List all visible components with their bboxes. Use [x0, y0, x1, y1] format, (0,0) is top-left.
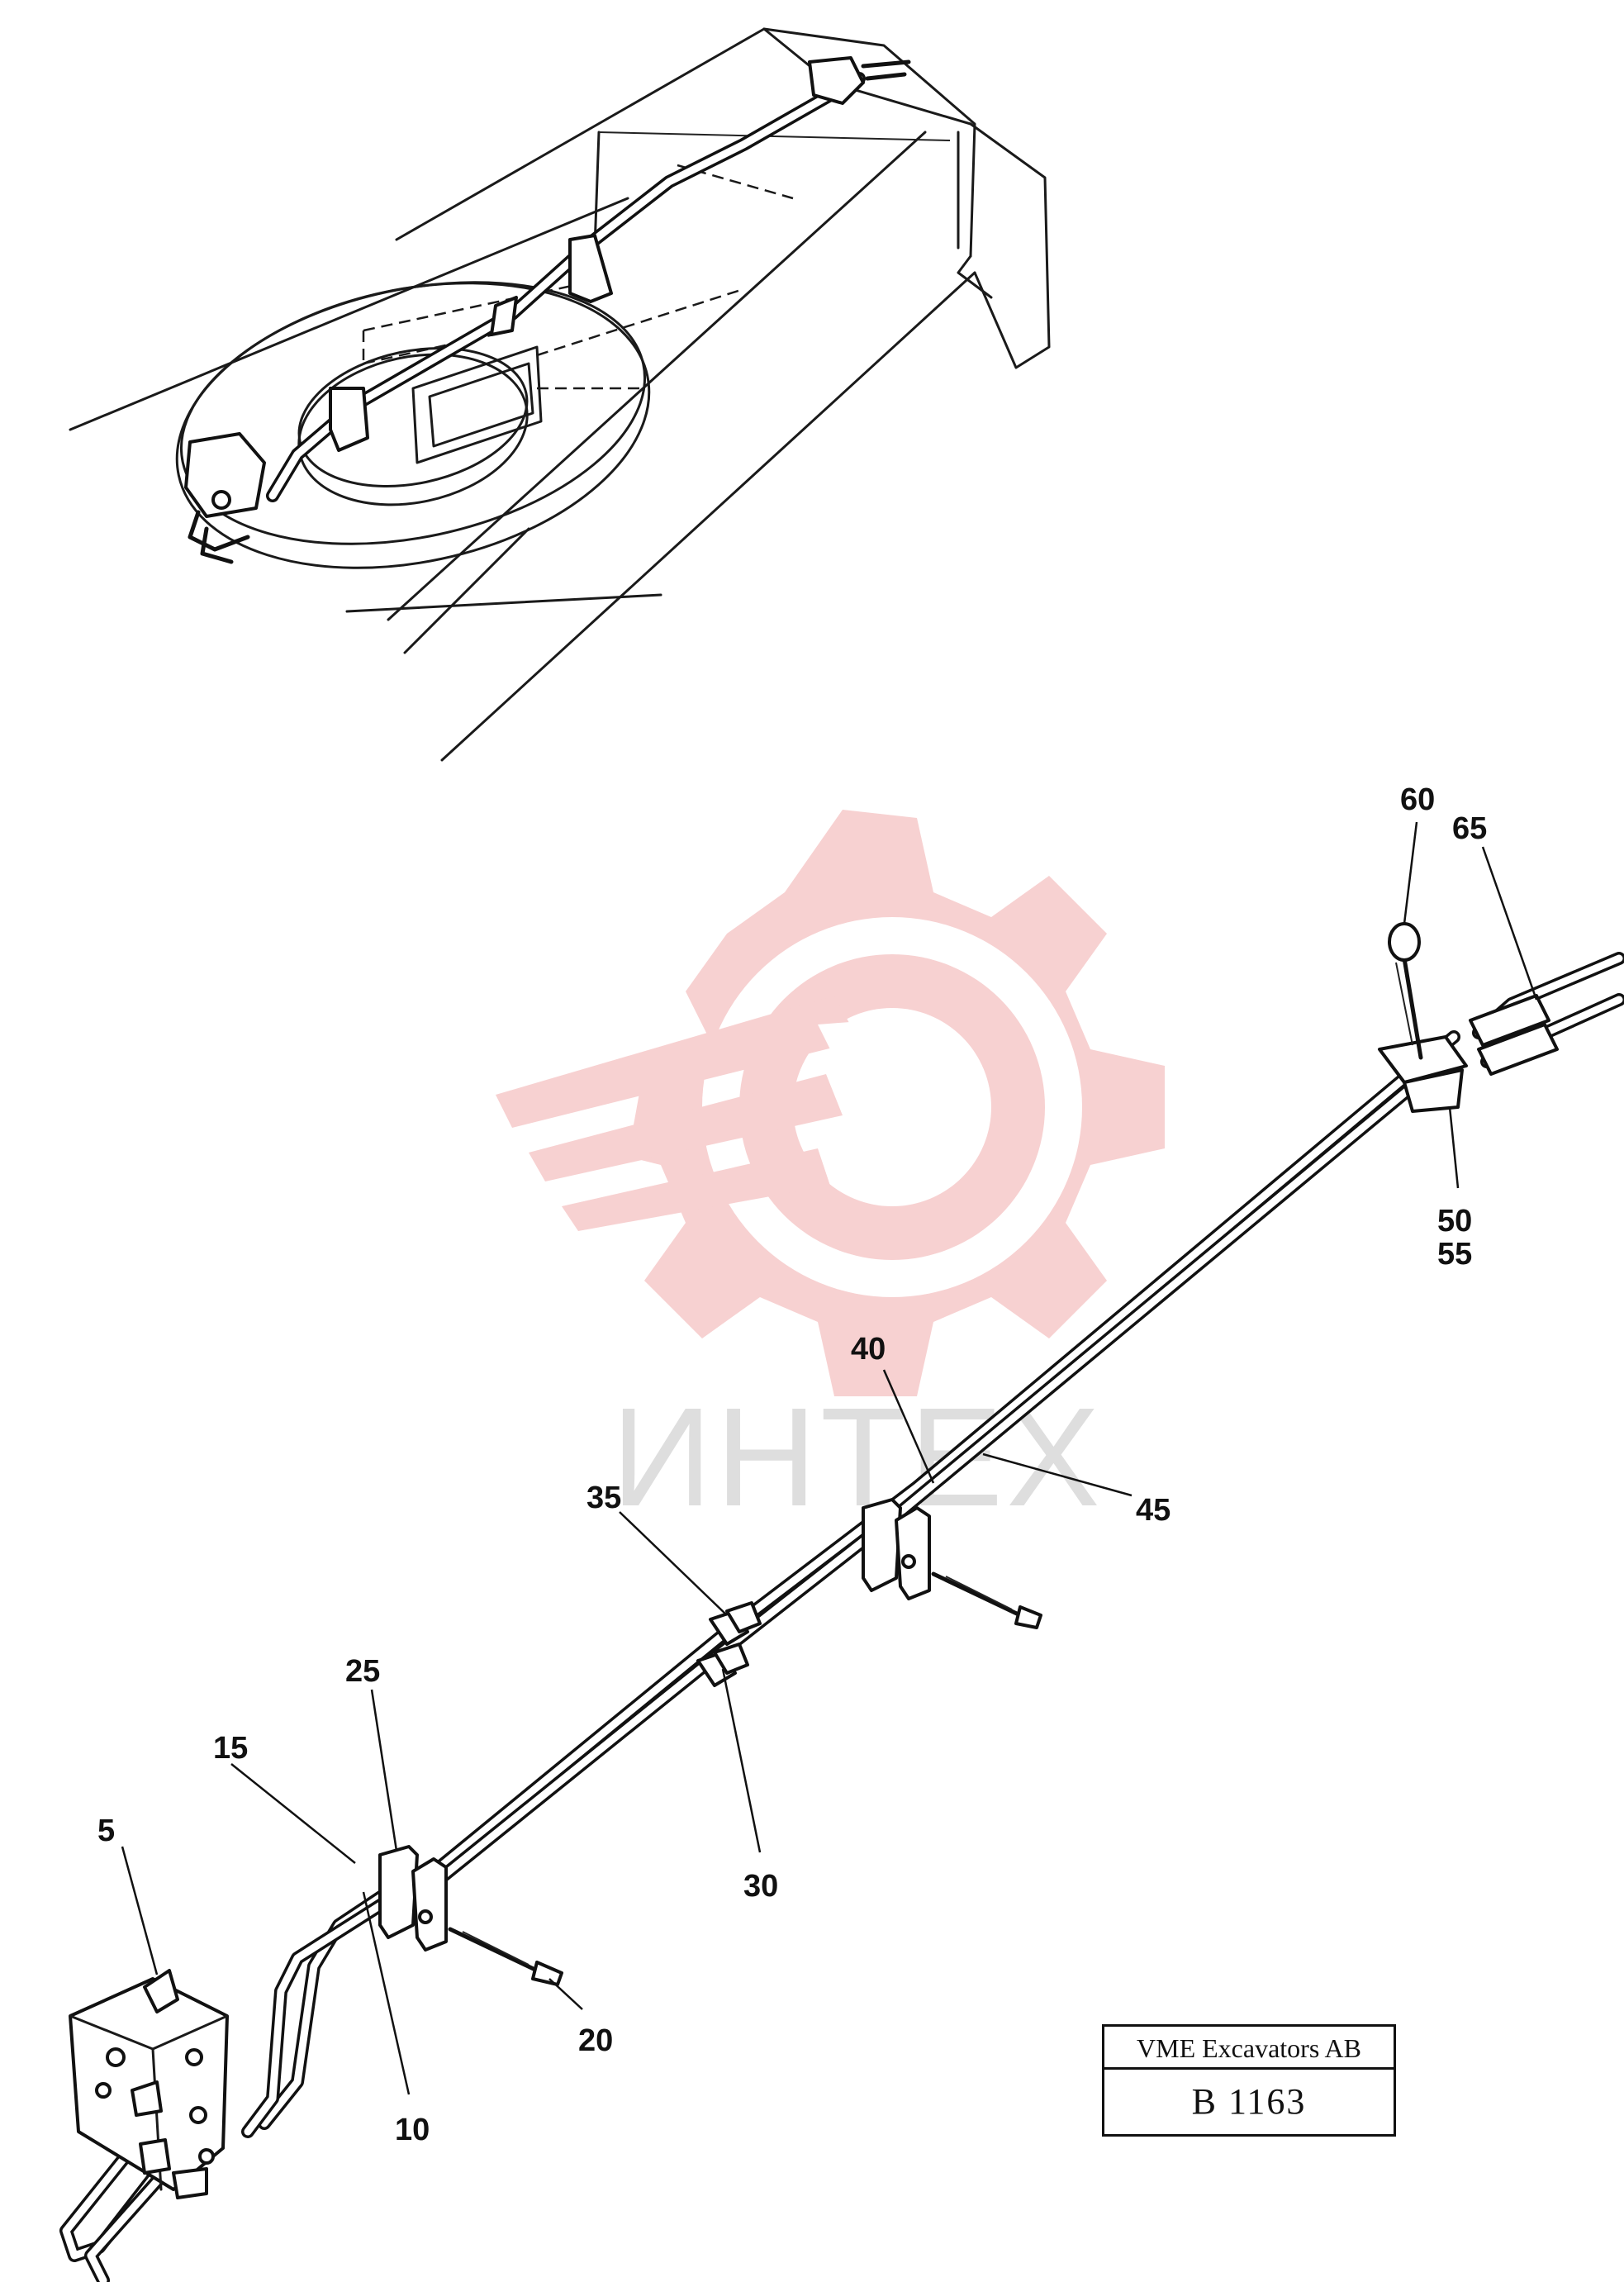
title-block-company: VME Excavators AB	[1104, 2027, 1394, 2070]
callout-40: 40	[851, 1332, 886, 1367]
callout-labels: 60 65 50 55 40 45 35 25 15 5 30 20 10	[97, 782, 1487, 2147]
title-block: VME Excavators AB B 1163	[1102, 2024, 1396, 2137]
main-assembly	[59, 922, 1624, 2282]
callout-25: 25	[345, 1654, 380, 1689]
callout-55: 55	[1437, 1237, 1472, 1272]
callout-35: 35	[586, 1481, 621, 1515]
watermark-logo: ИНТЕХ	[496, 810, 1165, 1536]
callout-15: 15	[213, 1731, 248, 1766]
title-block-code: B 1163	[1191, 2081, 1307, 2122]
callout-30: 30	[743, 1869, 778, 1904]
callout-5: 5	[97, 1814, 115, 1848]
callout-45: 45	[1136, 1493, 1171, 1528]
callout-20: 20	[578, 2023, 613, 2058]
wrench-icon	[496, 996, 859, 1231]
callout-60: 60	[1400, 782, 1435, 817]
callout-10: 10	[395, 2113, 430, 2147]
leader-lines	[121, 821, 1538, 2095]
overview-assembly	[69, 27, 1051, 762]
callout-65: 65	[1452, 811, 1487, 846]
callout-50: 50	[1437, 1204, 1472, 1238]
